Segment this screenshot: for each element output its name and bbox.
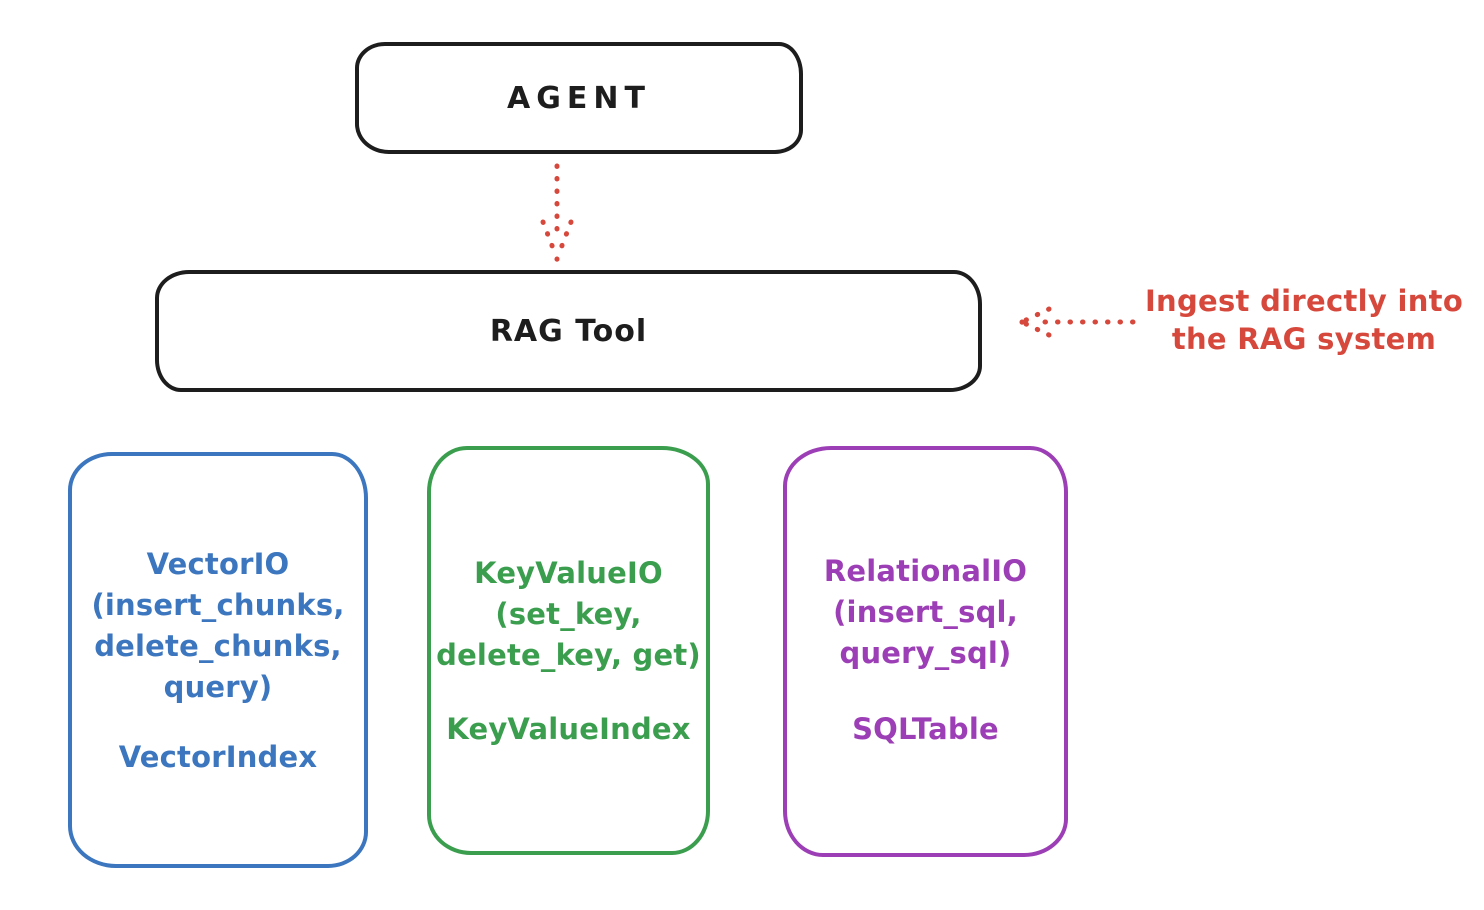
rag-tool-box: RAG Tool [155, 270, 982, 392]
vector-io-label: VectorIO (insert_chunks, delete_chunks, … [91, 547, 345, 704]
agent-box: AGENT [355, 42, 803, 154]
keyvalue-io-label: KeyValueIO (set_key, delete_key, get) [436, 556, 701, 672]
ingest-annotation-line2: the RAG system [1171, 322, 1437, 356]
ingest-annotation: Ingest directly into the RAG system [1130, 282, 1478, 358]
ingest-annotation-line1: Ingest directly into [1144, 284, 1464, 318]
agent-to-rag-tool-arrow [540, 163, 574, 262]
relational-io-box: RelationalIO (insert_sql, query_sql) SQL… [783, 446, 1068, 857]
agent-box-label: AGENT [507, 80, 651, 116]
sql-table-label: SQLTable [852, 712, 999, 746]
vector-index-label: VectorIndex [118, 740, 318, 774]
keyvalue-io-box: KeyValueIO (set_key, delete_key, get) Ke… [427, 446, 710, 855]
rag-tool-box-label: RAG Tool [489, 313, 648, 349]
vector-io-box: VectorIO (insert_chunks, delete_chunks, … [68, 452, 368, 868]
relational-io-label: RelationalIO (insert_sql, query_sql) [823, 554, 1028, 670]
keyvalue-index-label: KeyValueIndex [446, 712, 691, 746]
ingest-arrow [1019, 306, 1136, 338]
